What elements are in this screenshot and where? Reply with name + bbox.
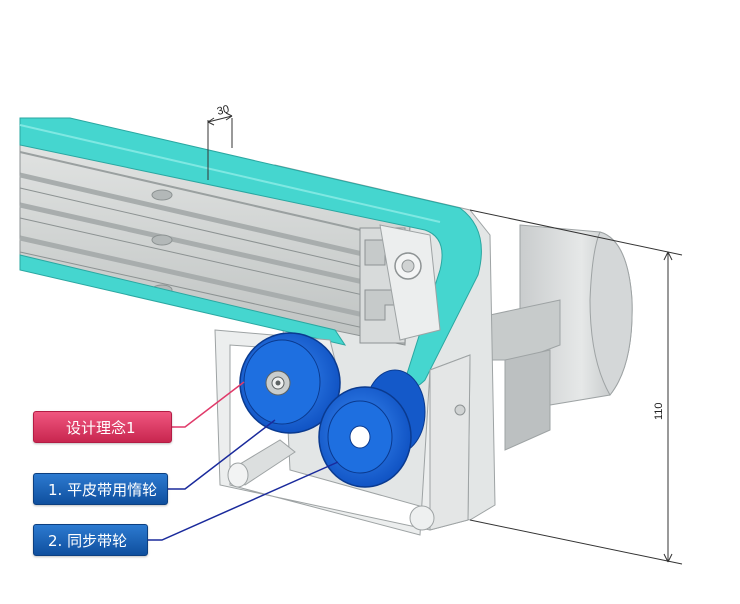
timing-pulley — [318, 386, 412, 488]
idler-pulley-tag: 1. 平皮带用惰轮 — [33, 473, 168, 505]
end-plate — [379, 224, 441, 341]
motor — [489, 224, 633, 451]
flat-belt — [19, 117, 482, 388]
item1-leader — [168, 419, 276, 490]
drive-housing — [214, 329, 471, 536]
concept-tag: 设计理念1 — [33, 411, 172, 443]
idler-pulley-tag-label: 1. 平皮带用惰轮 — [48, 481, 158, 499]
timing-pulley-tag: 2. 同步带轮 — [33, 524, 148, 556]
timing-pulley-tag-label: 2. 同步带轮 — [48, 532, 128, 550]
item2-leader — [148, 461, 339, 541]
dimension-30-label: 30 — [216, 103, 231, 118]
dimension-30: 30 — [207, 103, 233, 180]
dimension-110: 110 — [469, 209, 683, 565]
idler-pulley — [239, 332, 341, 434]
dimension-110-label: 110 — [653, 402, 665, 420]
concept-tag-label: 设计理念1 — [66, 419, 136, 437]
concept-leader — [172, 381, 245, 428]
